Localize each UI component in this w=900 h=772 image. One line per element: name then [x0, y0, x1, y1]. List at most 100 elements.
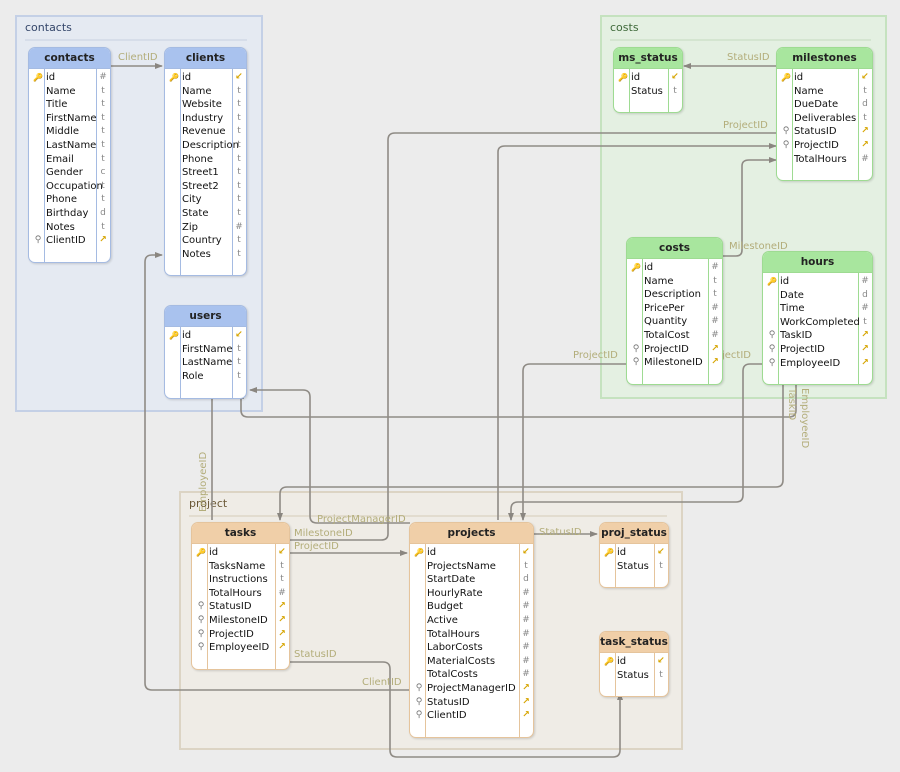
field-row[interactable]: 🔑id↙ — [165, 329, 246, 343]
table-title[interactable]: costs — [627, 238, 722, 259]
table-title[interactable]: contacts — [29, 48, 110, 69]
field-row[interactable]: ⚲TaskID↗ — [763, 329, 872, 343]
table-title[interactable]: task_status — [600, 632, 668, 653]
field-row[interactable]: 🔑id↙ — [165, 71, 246, 85]
field-row[interactable]: TotalHours# — [777, 153, 872, 167]
field-row[interactable]: ⚲EmployeeID↗ — [192, 641, 289, 655]
field-row[interactable]: 🔑id# — [763, 275, 872, 289]
field-row[interactable]: Active# — [410, 614, 533, 628]
field-row[interactable]: Zip# — [165, 221, 246, 235]
field-row[interactable]: ⚲MilestoneID↗ — [192, 614, 289, 628]
table-title[interactable]: milestones — [777, 48, 872, 69]
field-row[interactable]: TotalHours# — [410, 628, 533, 642]
field-row[interactable]: 🔑id# — [29, 71, 110, 85]
field-row[interactable]: ⚲MilestoneID↗ — [627, 356, 722, 370]
field-row[interactable]: 🔑id↙ — [614, 71, 682, 85]
field-row[interactable]: MaterialCosts# — [410, 655, 533, 669]
field-row[interactable]: 🔑id↙ — [192, 546, 289, 560]
field-row[interactable]: ⚲ClientID↗ — [29, 234, 110, 248]
field-row[interactable]: ⚲ProjectManagerID↗ — [410, 682, 533, 696]
field-row[interactable]: TotalCost# — [627, 329, 722, 343]
field-row[interactable]: Quantity# — [627, 315, 722, 329]
field-row[interactable]: ⚲StatusID↗ — [192, 600, 289, 614]
field-row[interactable]: TotalCosts# — [410, 668, 533, 682]
field-row[interactable]: ⚲ProjectID↗ — [627, 343, 722, 357]
table-title[interactable]: projects — [410, 523, 533, 544]
field-row[interactable]: 🔑id↙ — [600, 546, 668, 560]
field-row[interactable]: ⚲ProjectID↗ — [777, 139, 872, 153]
field-row[interactable]: ⚲ClientID↗ — [410, 709, 533, 723]
field-row[interactable]: ⚲ProjectID↗ — [763, 343, 872, 357]
field-row[interactable]: ⚲StatusID↗ — [410, 696, 533, 710]
field-row[interactable]: 🔑id↙ — [600, 655, 668, 669]
table-title[interactable]: proj_status — [600, 523, 668, 544]
field-row[interactable]: ⚲StatusID↗ — [777, 125, 872, 139]
table-title[interactable]: ms_status — [614, 48, 682, 69]
field-row[interactable]: ⚲EmployeeID↗ — [763, 357, 872, 371]
field-row[interactable]: 🔑id↙ — [410, 546, 533, 560]
field-row[interactable]: 🔑id↙ — [777, 71, 872, 85]
field-row[interactable]: HourlyRate# — [410, 587, 533, 601]
field-row[interactable]: LaborCosts# — [410, 641, 533, 655]
field-row[interactable]: Time# — [763, 302, 872, 316]
field-row[interactable]: PricePer# — [627, 302, 722, 316]
table-title[interactable]: tasks — [192, 523, 289, 544]
table-title[interactable]: hours — [763, 252, 872, 273]
field-row[interactable]: ⚲ProjectID↗ — [192, 628, 289, 642]
field-row[interactable]: Budget# — [410, 600, 533, 614]
table-title[interactable]: clients — [165, 48, 246, 69]
table-title[interactable]: users — [165, 306, 246, 327]
field-row[interactable]: 🔑id# — [627, 261, 722, 275]
